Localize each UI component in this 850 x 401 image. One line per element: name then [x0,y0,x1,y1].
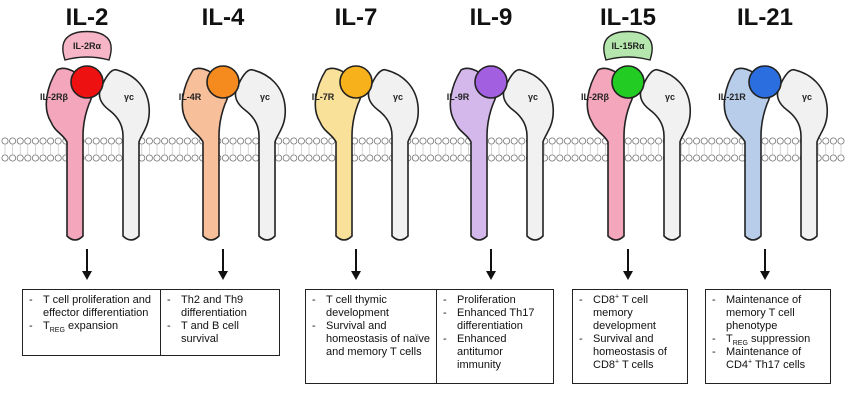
effect-item: Enhanced Th17 differentiation [441,307,547,333]
arrow-head [218,271,228,280]
receptor-label: IL-2Rβ [581,92,610,102]
arrow-head [351,271,361,280]
receptor-label: IL-2Rβ [40,92,69,102]
effect-item: CD8+ T cell memory development [577,293,681,333]
cytokine-title: IL-15 [599,4,656,31]
panel-il-7: IL-7R γc [312,65,420,280]
effect-item: T cell thymic development [310,294,438,320]
gamma-chain-label: γc [260,92,270,102]
panel-il-4: IL-4R γc [179,65,287,280]
effect-item: Proliferation [441,294,547,307]
panel-il-21: IL-21R γc [718,65,829,280]
arrow-head [760,271,770,280]
gamma-chain-label: γc [802,92,812,102]
alpha-chain-receptor [62,30,112,61]
arrow-head [623,271,633,280]
cytokine-molecule [339,65,373,99]
effect-item: TREG expansion [27,320,165,334]
effects-box: CD8+ T cell memory developmentSurvival a… [572,289,688,384]
cytokine-molecule [748,65,782,99]
receptor-label: IL-9R [447,92,470,102]
receptor-label: IL-4R [179,92,202,102]
effect-item: Th2 and Th9 differentiation [165,294,273,320]
effect-item: Survival and homeostasis of naïve and me… [310,320,438,359]
cytokine-title: IL-21 [736,4,793,31]
alpha-chain-label: IL-15Rα [611,41,645,51]
cytokine-title: IL-9 [469,4,513,31]
cytokine-title: IL-2 [65,4,109,31]
effects-box: ProliferationEnhanced Th17 differentiati… [436,289,554,384]
cytokine-molecule [611,65,645,99]
effect-item: TREG suppression [710,333,824,347]
effect-item: Maintenance of memory T cell phenotype [710,294,824,333]
gamma-chain-label: γc [393,92,403,102]
effect-item: T cell proliferation and effector differ… [27,294,165,320]
effect-item: Survival and homeostasis of CD8+ T cells [577,333,681,372]
gamma-chain-label: γc [124,92,134,102]
alpha-chain-receptor [603,30,653,61]
effect-item: T and B cell survival [165,320,273,346]
arrow-head [82,271,92,280]
cytokine-molecule [474,65,508,99]
cytokine-title: IL-4 [201,4,245,31]
cytokine-molecule [70,65,104,99]
panel-il-9: IL-9R γc [447,65,555,280]
effect-item: Enhanced antitumor immunity [441,333,547,372]
cytokine-title: IL-7 [334,4,378,31]
receptor-label: IL-7R [312,92,335,102]
arrow-head [486,271,496,280]
receptor-label: IL-21R [718,92,746,102]
cytokine-molecule [206,65,240,99]
effects-box: T cell thymic developmentSurvival and ho… [305,289,445,384]
effects-box: Th2 and Th9 differentiationT and B cell … [160,289,280,356]
effects-box: Maintenance of memory T cell phenotypeTR… [705,289,831,384]
alpha-chain-label: IL-2Rα [73,41,102,51]
gamma-chain-label: γc [528,92,538,102]
effects-box: T cell proliferation and effector differ… [22,289,172,356]
effect-item: Maintenance of CD4+ Th17 cells [710,346,824,372]
gamma-chain-label: γc [665,92,675,102]
